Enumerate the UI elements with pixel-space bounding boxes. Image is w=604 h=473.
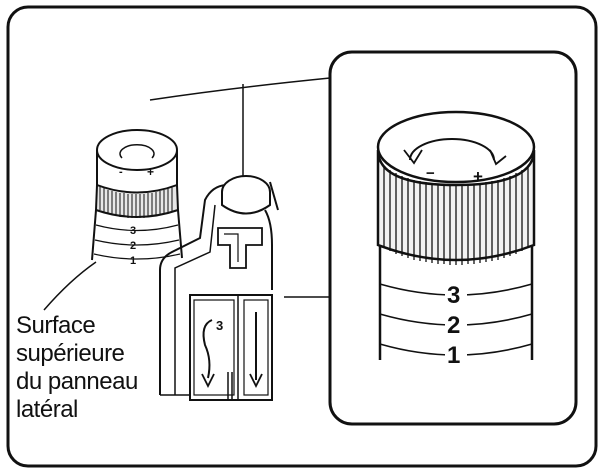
caption-line-3: du panneau xyxy=(16,368,138,395)
thread-path-left xyxy=(202,319,213,379)
small-dial-mark-1: 1 xyxy=(130,255,136,267)
small-dial-plus: + xyxy=(147,165,154,179)
zoom-dial-mark-1: 1 xyxy=(447,342,460,369)
panel-slots-box xyxy=(189,294,273,401)
caption-leader-line xyxy=(43,261,97,311)
caption-line-2: supérieure xyxy=(16,340,125,367)
panel-hook-slot xyxy=(217,227,263,269)
zoom-dial-mark-2: 2 xyxy=(447,312,460,339)
caption-line-4: latéral xyxy=(16,396,78,423)
caption-surface-label: Surface supérieure du panneau latéral xyxy=(16,312,138,424)
small-dial-knurl xyxy=(94,183,180,218)
zoom-dial: − + 3 2 1 xyxy=(376,110,536,369)
zoom-dial-plus: + xyxy=(473,167,483,186)
small-dial-arrow-ring xyxy=(119,144,155,159)
outer-frame xyxy=(6,5,598,468)
small-dial-mark-2: 2 xyxy=(130,240,136,252)
zoom-dial-minus: − xyxy=(426,165,435,182)
small-dial-mark-3: 3 xyxy=(130,225,136,237)
caption-line-1: Surface xyxy=(16,312,96,339)
small-dial-minus: - xyxy=(119,166,123,178)
panel-slot-mark: 3 xyxy=(216,318,223,333)
machine-top-edge xyxy=(149,77,331,101)
side-panel: 3 xyxy=(159,175,279,401)
zoom-dial-knurl-lines xyxy=(383,166,529,265)
small-dial: - + 3 2 1 xyxy=(91,129,183,267)
zoom-dial-mark-3: 3 xyxy=(447,282,460,309)
